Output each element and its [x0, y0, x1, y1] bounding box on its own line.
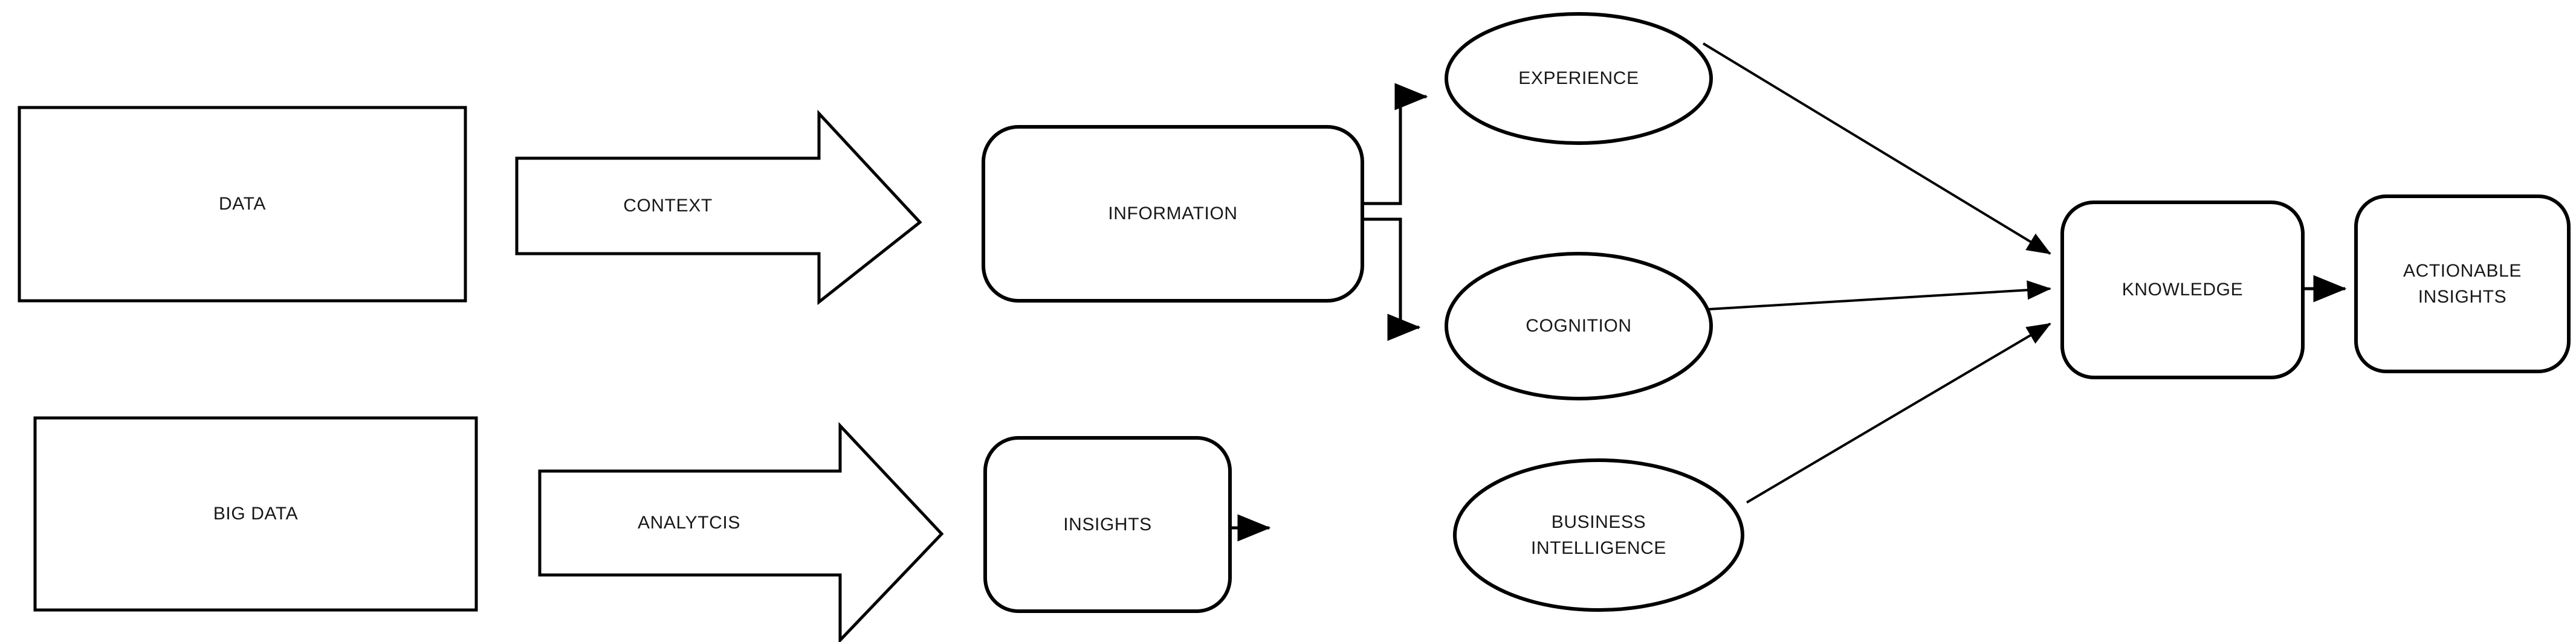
shape-cognition	[1445, 252, 1713, 400]
node-business-intelligence[interactable]	[1455, 460, 1743, 610]
node-big-data[interactable]	[35, 418, 476, 610]
connector-information-branch-upper	[1362, 83, 1428, 205]
connector-information-branch-lower	[1362, 217, 1421, 341]
shape-business-intelligence	[1453, 458, 1744, 612]
connector-experience-to-knowledge	[1702, 42, 2051, 255]
shape-insights	[983, 436, 1232, 613]
node-analytics[interactable]	[540, 426, 942, 640]
shape-information	[982, 125, 1364, 303]
shape-knowledge	[2060, 201, 2305, 379]
node-experience[interactable]	[1446, 14, 1711, 143]
node-actionable-insights[interactable]	[2356, 196, 2569, 371]
shape-context-arrow	[515, 109, 922, 306]
shape-analytics-arrow	[538, 422, 944, 642]
node-context[interactable]	[517, 114, 920, 302]
node-knowledge[interactable]	[2062, 202, 2303, 377]
node-information[interactable]	[983, 127, 1362, 301]
shape-big-data	[33, 416, 478, 612]
node-insights[interactable]	[985, 438, 1230, 611]
node-data[interactable]	[19, 108, 465, 301]
shape-data	[18, 106, 467, 303]
connector-cognition-to-knowledge	[1708, 280, 2051, 310]
shape-actionable-insights	[2354, 194, 2571, 373]
node-cognition[interactable]	[1446, 254, 1711, 399]
connector-business-intelligence-to-knowledge	[1746, 323, 2051, 504]
shape-experience	[1445, 12, 1713, 145]
